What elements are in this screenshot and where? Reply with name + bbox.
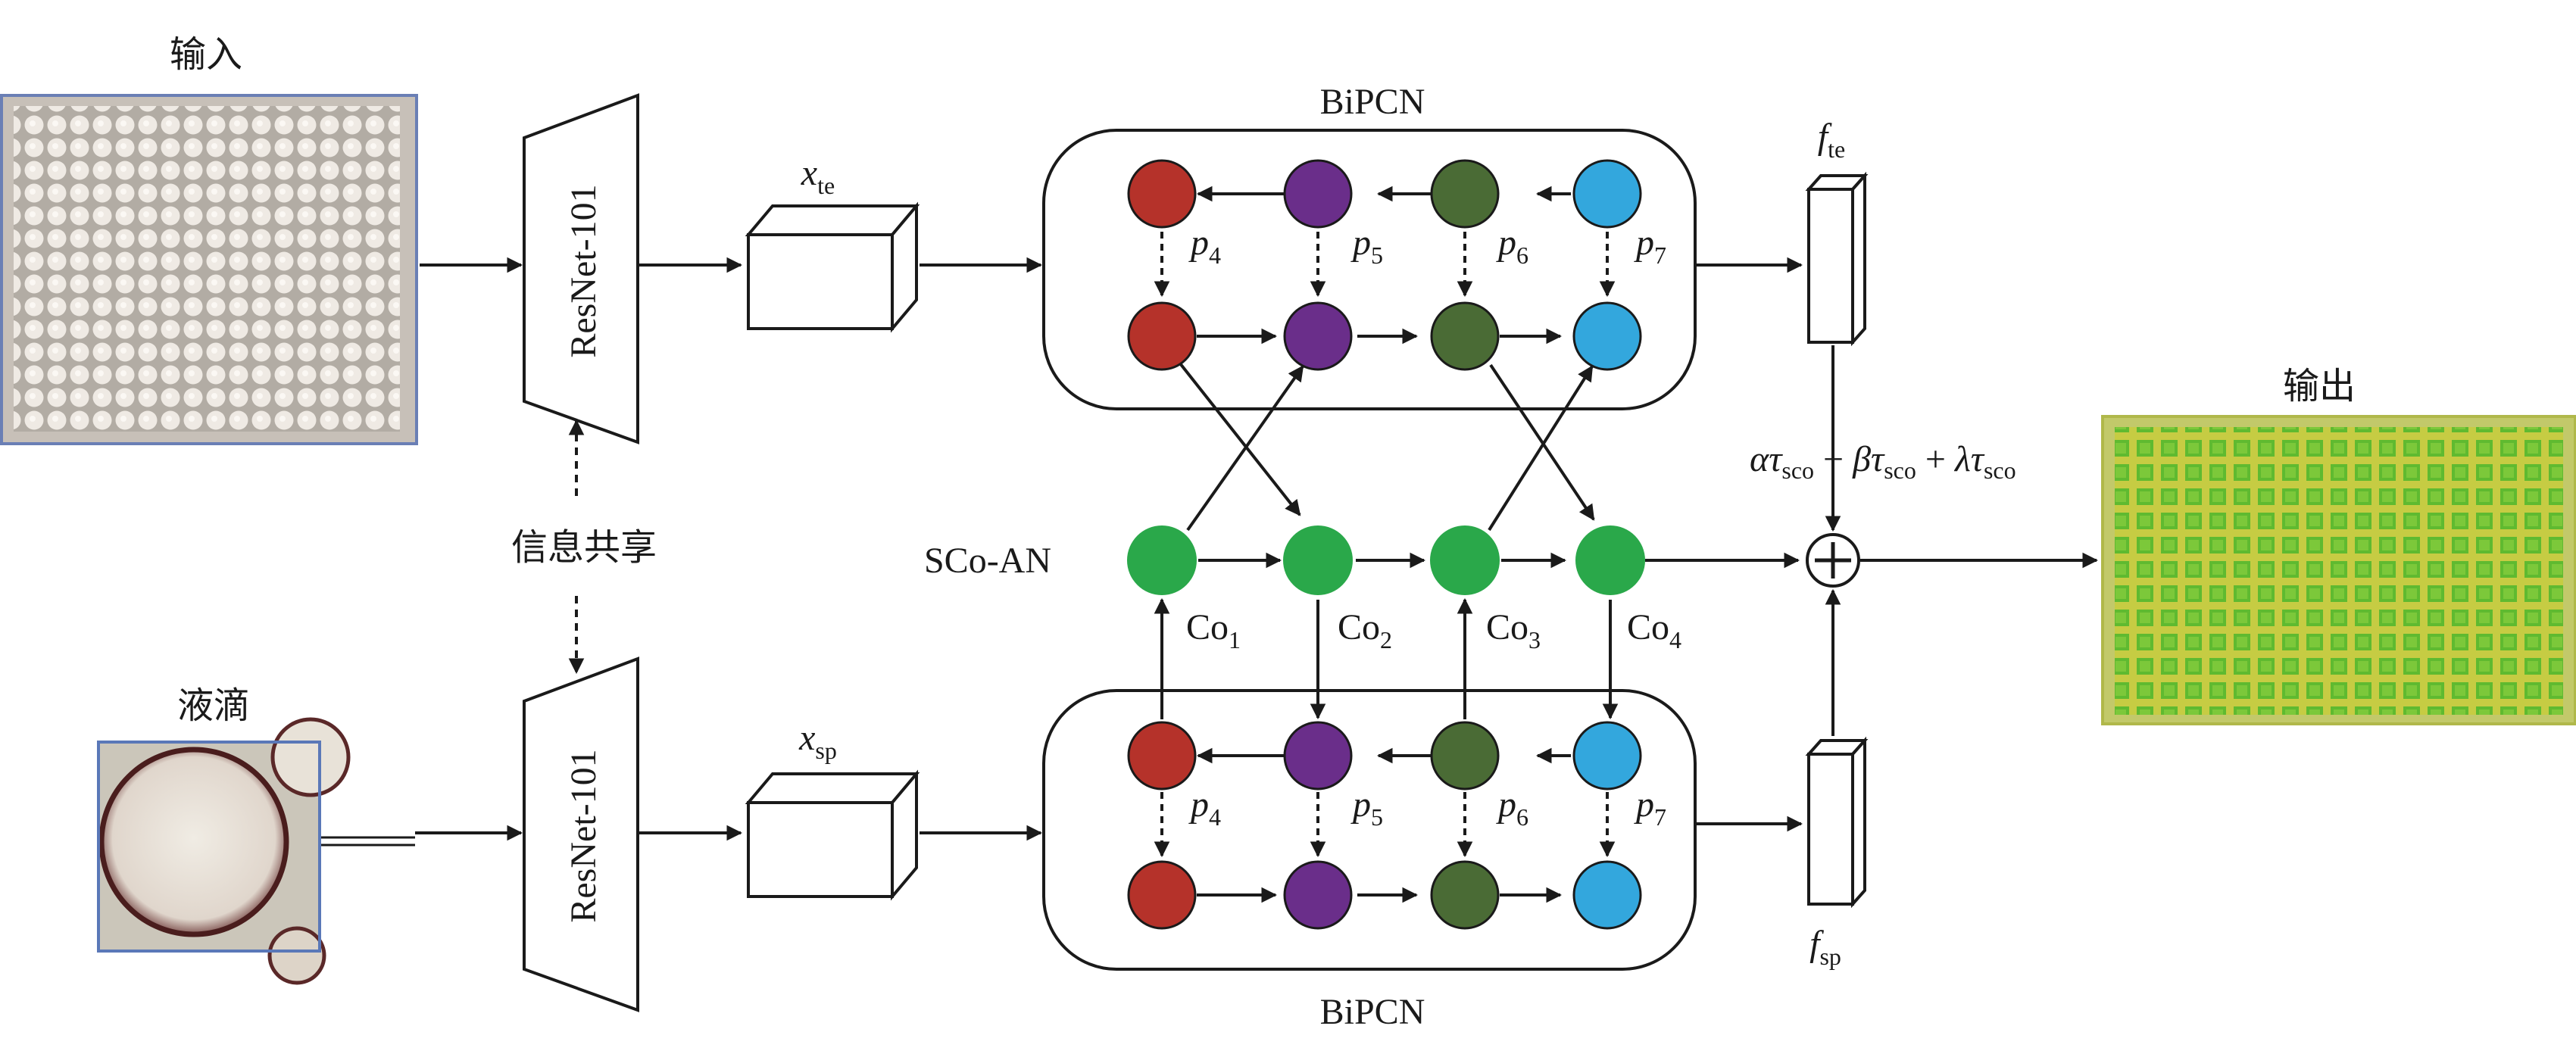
x-sp-cube — [745, 769, 920, 901]
co1-label: Co1 — [1186, 607, 1241, 653]
top-p7-node-lower — [1572, 301, 1642, 371]
cross-edges — [1179, 362, 1595, 532]
top-p5-node-lower — [1283, 301, 1353, 371]
bottom-p6-label: p6 — [1496, 784, 1528, 831]
bottom-p4-label: p4 — [1188, 784, 1221, 831]
bipcn-bottom-edges — [1154, 747, 1616, 903]
bottom-p6-node-lower — [1430, 860, 1500, 930]
f-te-bar — [1805, 171, 1869, 347]
top-p6-label: p6 — [1496, 223, 1528, 269]
input-image — [0, 94, 418, 445]
top-p5-label: p5 — [1350, 223, 1383, 269]
bottom-p6-node-upper — [1430, 721, 1500, 790]
share-label: 信息共享 — [511, 526, 657, 569]
arrow-droplet-resnet — [321, 825, 523, 847]
x-te-label: xte — [801, 153, 835, 199]
bottom-p5-node-upper — [1283, 721, 1353, 790]
bottom-p5-node-lower — [1283, 860, 1353, 930]
input-label: 输入 — [170, 33, 242, 76]
f-te-label: fte — [1818, 117, 1845, 163]
resnet-top-label: ResNet-101 — [564, 184, 604, 357]
top-p7-node-upper — [1572, 159, 1642, 229]
output-label: 输出 — [2283, 365, 2356, 407]
bottom-p4-node-lower — [1127, 860, 1197, 930]
bottom-p7-node-upper — [1572, 721, 1642, 790]
co4-node — [1575, 525, 1645, 595]
top-p6-node-upper — [1430, 159, 1500, 229]
top-p5-node-upper — [1283, 159, 1353, 229]
bottom-p7-node-lower — [1572, 860, 1642, 930]
co2-label: Co2 — [1338, 607, 1392, 653]
x-te-cube — [745, 201, 920, 333]
top-p4-node-lower — [1127, 301, 1197, 371]
top-p4-label: p4 — [1188, 223, 1221, 269]
bipcn-top-box — [1042, 129, 1697, 410]
output-image — [2101, 415, 2576, 725]
f-sp-label: fsp — [1809, 924, 1841, 970]
resnet-bottom-label: ResNet-101 — [564, 749, 604, 922]
bottom-p7-label: p7 — [1634, 784, 1666, 831]
resnet-top — [523, 93, 639, 444]
co1-node — [1127, 525, 1197, 595]
scoan-label: SCo-AN — [924, 541, 1051, 581]
co3-label: Co3 — [1486, 607, 1541, 653]
co2-node — [1283, 525, 1353, 595]
top-p4-node-upper — [1127, 159, 1197, 229]
co3-node — [1430, 525, 1500, 595]
droplet-label: 液滴 — [177, 684, 250, 727]
bipcn-bottom-title: BiPCN — [1320, 992, 1425, 1032]
bottom-p5-label: p5 — [1350, 784, 1383, 831]
bipcn-top-title: BiPCN — [1320, 82, 1425, 122]
fusion-sum-node — [1806, 533, 1860, 588]
f-sp-bar — [1805, 736, 1869, 909]
top-p6-node-lower — [1430, 301, 1500, 371]
bipcn-bottom-box — [1042, 689, 1697, 971]
top-p7-label: p7 — [1634, 223, 1666, 269]
co-links — [1154, 597, 1619, 720]
resnet-bottom — [523, 656, 639, 1012]
droplet-image — [97, 717, 351, 985]
bipcn-top-edges — [1154, 186, 1616, 345]
bottom-p4-node-upper — [1127, 721, 1197, 790]
co4-label: Co4 — [1627, 607, 1681, 653]
x-sp-label: xsp — [798, 718, 837, 764]
fusion-formula: ατsco + βτsco + λτsco — [1750, 439, 2016, 484]
